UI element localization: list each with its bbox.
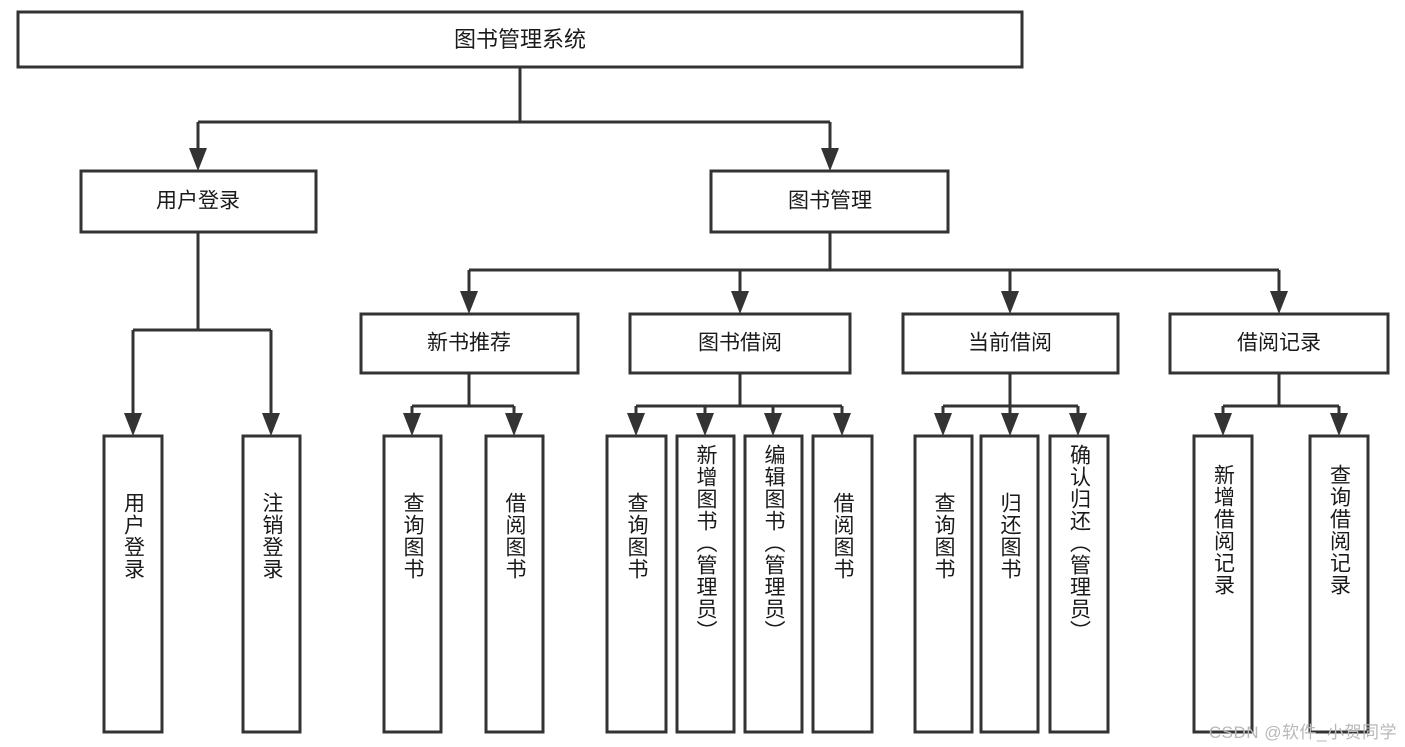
connectors	[124, 67, 1348, 436]
arrow-user-login	[189, 148, 207, 171]
node-root-system-label: 图书管理系统	[454, 27, 586, 52]
arrow-nbr-leaf1	[403, 413, 421, 436]
node-book-borrow-label: 图书借阅	[698, 332, 782, 355]
arrow-leaf-logout	[262, 413, 280, 436]
leaf-box-bb-borrow-book[interactable]	[811, 434, 874, 734]
node-root-system[interactable]: 图书管理系统	[16, 10, 1024, 69]
watermark-text: CSDN @软件_小贺同学	[1208, 723, 1397, 742]
arrow-cb-leaf1	[934, 413, 952, 436]
node-user-login[interactable]: 用户登录	[79, 169, 318, 234]
leaf-box-br-add-record[interactable]	[1192, 434, 1254, 734]
leaf-box-bb-edit-book[interactable]	[743, 434, 804, 734]
arrow-current-borrow	[1001, 291, 1019, 314]
arrow-bb-leaf1	[627, 413, 645, 436]
arrow-bb-leaf4	[833, 413, 851, 436]
arrow-bb-leaf2	[696, 413, 714, 436]
leaf-box-cb-query-book[interactable]	[913, 434, 974, 734]
arrow-cb-leaf3	[1069, 413, 1087, 436]
node-book-borrow[interactable]: 图书借阅	[628, 312, 852, 375]
node-book-management-label: 图书管理	[788, 190, 872, 213]
arrow-nbr-leaf2	[505, 413, 523, 436]
leaf-box-user-login[interactable]	[102, 434, 164, 734]
node-new-book-recommend[interactable]: 新书推荐	[359, 312, 580, 375]
leaf-box-bb-add-book[interactable]	[675, 434, 736, 734]
node-current-borrow-label: 当前借阅	[968, 332, 1052, 355]
leaf-box-br-query-record[interactable]	[1308, 434, 1370, 734]
leaf-box-logout[interactable]	[241, 434, 302, 734]
leaf-box-nbr-borrow-book[interactable]	[484, 434, 545, 734]
leaf-box-cb-confirm-return[interactable]	[1048, 434, 1110, 734]
arrow-br-leaf1	[1214, 413, 1232, 436]
arrow-br-leaf2	[1330, 413, 1348, 436]
arrow-new-book-rec	[460, 291, 478, 314]
node-new-book-recommend-label: 新书推荐	[427, 332, 511, 355]
arrow-borrow-record	[1270, 291, 1288, 314]
node-current-borrow[interactable]: 当前借阅	[901, 312, 1120, 375]
node-borrow-record-label: 借阅记录	[1237, 332, 1321, 355]
leaf-box-nbr-query-book[interactable]	[382, 434, 443, 734]
node-user-login-label: 用户登录	[156, 190, 240, 213]
arrow-book-borrow	[731, 291, 749, 314]
arrow-cb-leaf2	[1001, 413, 1019, 436]
leaf-box-bb-query-book[interactable]	[605, 434, 668, 734]
arrow-leaf-user-login	[124, 413, 142, 436]
node-borrow-record[interactable]: 借阅记录	[1168, 312, 1390, 375]
node-book-management[interactable]: 图书管理	[709, 169, 950, 234]
arrow-bb-leaf3	[764, 413, 782, 436]
leaf-box-cb-return-book[interactable]	[979, 434, 1040, 734]
arrow-book-mgmt	[821, 148, 839, 171]
